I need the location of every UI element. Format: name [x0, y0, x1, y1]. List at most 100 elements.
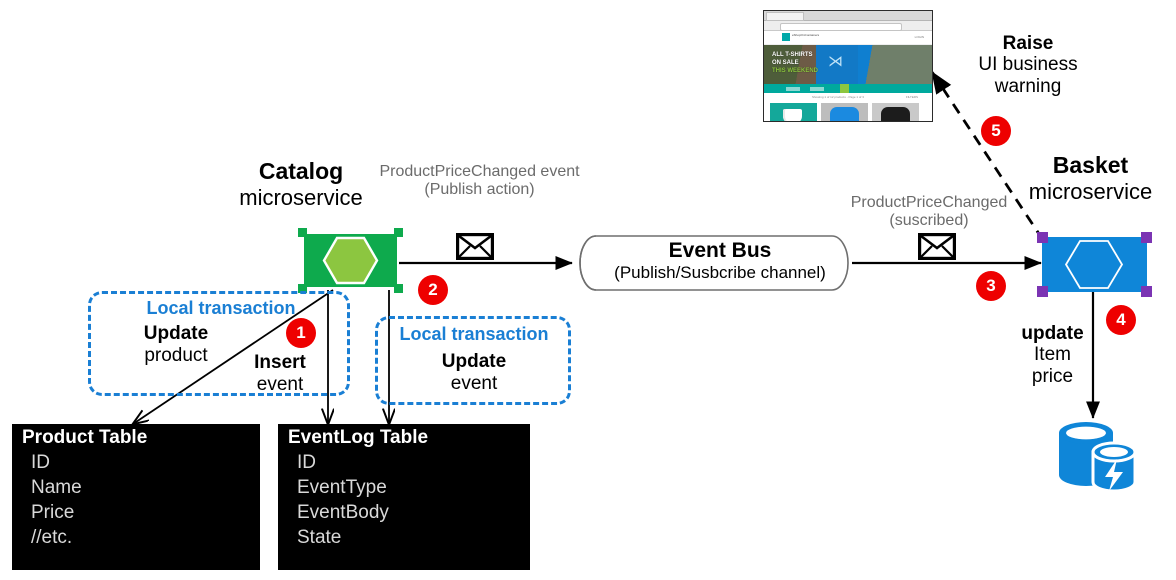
eventlog-table-column: EventBody	[297, 502, 389, 524]
hero-banner: ⋊ ALL T-SHIRTS ON SALE THIS WEEKEND	[764, 45, 932, 84]
browser-address-bar	[764, 21, 932, 31]
step-badge-4-number: 4	[1116, 310, 1126, 329]
product-table-column: Price	[31, 502, 75, 524]
product-table-title: Product Table	[22, 427, 148, 448]
publish-action: (Publish action)	[424, 180, 535, 198]
step-badge-1-number: 1	[296, 323, 306, 342]
catalog-service-label: Catalog microservice	[201, 158, 401, 211]
selection-handle[interactable]	[394, 228, 403, 237]
event-bus-cylinder	[579, 235, 849, 291]
product-card[interactable]	[872, 103, 919, 121]
subscribe-event-name: ProductPriceChanged	[850, 194, 1008, 211]
web-storefront-screenshot[interactable]: eShopOnContainers LOGIN ⋊ ALL T-SHIRTS O…	[763, 10, 933, 122]
event-bus-title: Event Bus	[668, 239, 772, 262]
basket-subtitle: microservice	[1028, 179, 1153, 204]
publish-annotation: ProductPriceChanged event (Publish actio…	[372, 163, 587, 199]
eventlog-table-column: ID	[297, 452, 316, 473]
hexagon-service-icon	[1064, 240, 1124, 289]
redis-cache-database-icon	[1053, 419, 1139, 499]
product-image-mug	[770, 103, 817, 121]
step-badge-5: 5	[981, 116, 1011, 146]
product-card[interactable]	[770, 103, 817, 121]
navbar-selected-item[interactable]	[840, 84, 849, 93]
eventlog-table-title: EventLog Table	[288, 427, 429, 448]
hero-text: ALL T-SHIRTS ON SALE THIS WEEKEND	[772, 51, 818, 75]
hero-logo-mark: ⋊	[828, 53, 843, 70]
raise-line-1: UI business	[978, 54, 1078, 76]
arrow-catalog-to-product-table	[133, 289, 334, 424]
browser-tab	[766, 12, 804, 21]
transaction-1-op-plain: product	[144, 345, 208, 366]
product-table-column: //etc.	[31, 527, 73, 549]
publish-event-name: ProductPriceChanged event	[379, 163, 580, 180]
filters-label[interactable]: FILTERS	[905, 95, 918, 99]
step-badge-2-number: 2	[428, 280, 438, 299]
hero-line-3: THIS WEEKEND	[772, 68, 819, 75]
local-transaction-2-content: Local transaction Update event	[383, 324, 565, 395]
hero-line-2: ON SALE	[772, 60, 799, 67]
selection-handle[interactable]	[1141, 286, 1152, 297]
product-image-blue-hoodie	[821, 103, 868, 121]
basket-service-label: Basket microservice	[1005, 152, 1176, 205]
event-bus-subtitle: (Publish/Susbcribe channel)	[614, 263, 826, 282]
subscribe-action: (suscribed)	[889, 211, 969, 229]
address-input	[780, 22, 902, 31]
hero-line-1: ALL T-SHIRTS	[772, 52, 813, 58]
basket-node-body	[1042, 237, 1147, 292]
selection-handle[interactable]	[298, 228, 307, 237]
step-badge-3-number: 3	[986, 276, 996, 295]
update-line-1: Item	[1034, 344, 1071, 366]
eventlog-table: EventLog Table ID EventType EventBody St…	[278, 424, 530, 570]
step-badge-2: 2	[418, 275, 448, 305]
insert-sub: event	[256, 374, 304, 395]
update-line-2: price	[1031, 365, 1074, 387]
step-badge-4: 4	[1106, 305, 1136, 335]
step-badge-3: 3	[976, 271, 1006, 301]
results-count: Showing 1 of 12 products - Page 1 of 3	[812, 95, 864, 99]
transaction-1-header: Local transaction	[146, 298, 296, 318]
catalog-microservice-node[interactable]	[298, 228, 403, 293]
brand-logo-icon	[782, 33, 812, 41]
update-title: update	[1021, 323, 1084, 344]
local-transaction-box-1	[88, 291, 350, 396]
product-table-column: Name	[31, 477, 82, 499]
basket-title: Basket	[1052, 152, 1129, 178]
raise-title: Raise	[1002, 33, 1054, 54]
product-grid	[764, 101, 932, 121]
selection-handle[interactable]	[394, 284, 403, 293]
login-link[interactable]: LOGIN	[914, 35, 924, 39]
catalog-subtitle: microservice	[239, 185, 363, 210]
product-table-column: ID	[31, 452, 50, 473]
hero-person-figure	[816, 45, 858, 84]
selection-handle[interactable]	[1141, 232, 1152, 243]
hexagon-service-icon	[322, 236, 379, 285]
basket-microservice-node[interactable]	[1037, 232, 1152, 297]
category-navbar[interactable]	[764, 84, 932, 93]
selection-handle[interactable]	[298, 284, 307, 293]
brand-name: eShopOnContainers	[792, 33, 820, 37]
site-header: eShopOnContainers LOGIN	[764, 31, 932, 45]
catalog-title: Catalog	[258, 158, 344, 184]
insert-label: Insert	[254, 352, 306, 373]
step-badge-5-number: 5	[991, 121, 1001, 140]
raise-warning-annotation: Raise UI business warning	[953, 33, 1103, 97]
transaction-2-header: Local transaction	[399, 324, 549, 344]
browser-tabstrip	[764, 11, 932, 21]
local-transaction-box-2	[375, 316, 571, 405]
selection-handle[interactable]	[1037, 232, 1048, 243]
subscribe-annotation: ProductPriceChanged (suscribed)	[840, 194, 1018, 230]
product-table: Product Table ID Name Price //etc.	[12, 424, 260, 570]
envelope-message-icon	[918, 233, 956, 265]
insert-event-label: Insert event	[230, 352, 330, 396]
step-badge-1: 1	[286, 318, 316, 348]
product-card[interactable]	[821, 103, 868, 121]
eventlog-table-column: State	[297, 527, 342, 549]
update-item-price-annotation: update Item price	[1000, 323, 1105, 387]
event-bus-label: Event Bus (Publish/Susbcribe channel)	[600, 239, 840, 283]
envelope-message-icon	[456, 233, 494, 265]
transaction-2-op-plain: event	[450, 373, 498, 394]
selection-handle[interactable]	[1037, 286, 1048, 297]
arrow-basket-to-webui-dashed	[930, 71, 1045, 241]
local-transaction-1-content: Local transaction Update product	[96, 298, 346, 367]
